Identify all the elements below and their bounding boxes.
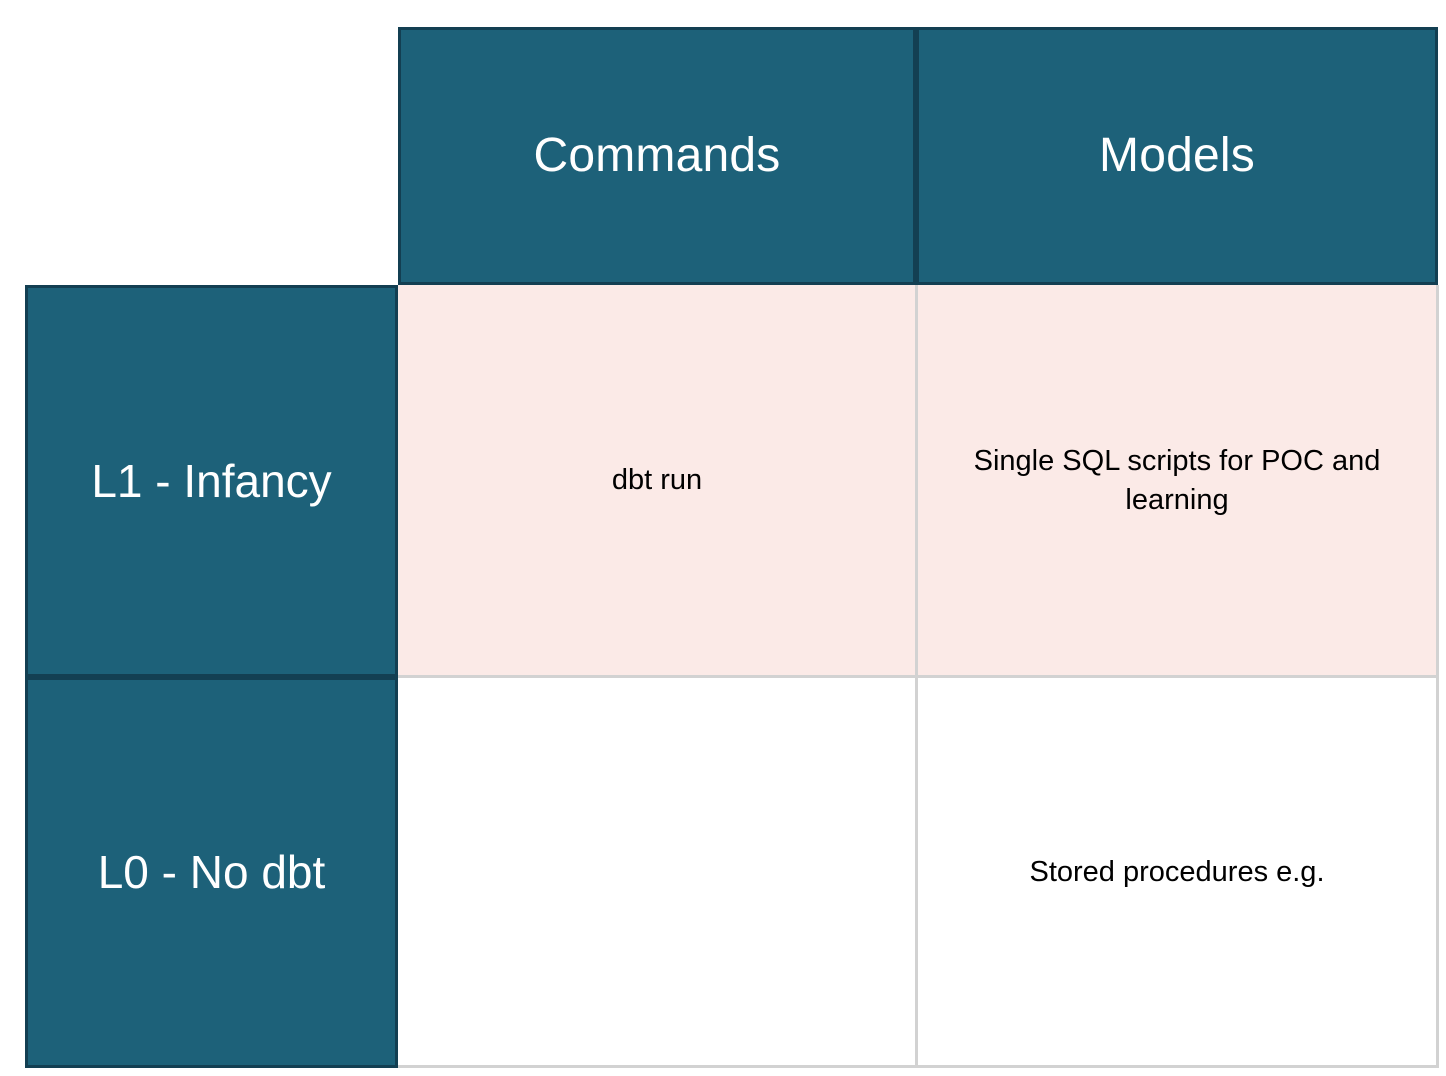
column-header-models: Models [916,27,1438,285]
grid-line-vertical-middle-lower [915,677,918,1068]
grid-line-horizontal-middle [398,675,1439,678]
row-header-l1-infancy-label: L1 - Infancy [91,454,332,507]
cell-l0-models: Stored procedures e.g. [916,677,1438,1068]
cell-l0-models-text: Stored procedures e.g. [1029,855,1325,888]
row-header-l1-infancy: L1 - Infancy [25,285,398,677]
column-header-models-label: Models [1099,128,1255,182]
matrix-corner-cell [0,0,398,285]
cell-l1-models-text: Single SQL scripts for POC and learning [973,444,1381,516]
column-header-commands-label: Commands [533,128,781,182]
cell-l1-models: Single SQL scripts for POC and learning [916,285,1438,677]
row-header-l0-no-dbt: L0 - No dbt [25,677,398,1068]
cell-l0-commands [398,677,916,1068]
grid-line-horizontal-bottom [398,1065,1439,1068]
cell-l1-commands: dbt run [398,285,916,677]
grid-line-vertical-middle-upper [915,285,918,677]
column-header-commands: Commands [398,27,916,285]
cell-l1-commands-text: dbt run [611,464,703,497]
row-header-l0-no-dbt-label: L0 - No dbt [97,846,326,899]
